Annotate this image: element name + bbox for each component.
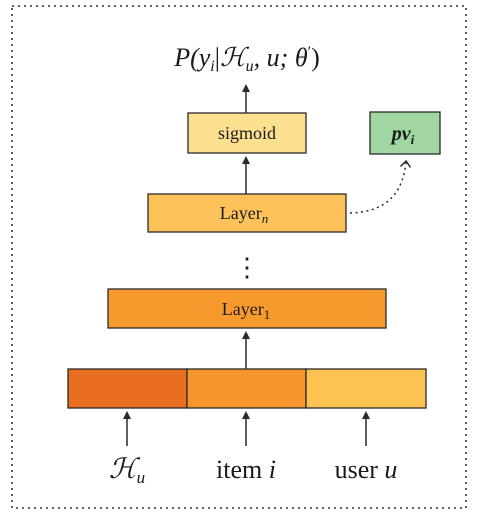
- user-input-label: user u: [335, 455, 398, 484]
- pv-box: [369, 111, 441, 155]
- history-input-text: ℋ: [109, 454, 141, 485]
- output-probability-label: P(yi|ℋu, u; θ′): [173, 43, 320, 75]
- item-embedding-segment: [186, 368, 307, 409]
- layer-1-label: Layer1: [222, 299, 270, 322]
- history-input-label: ℋu: [109, 454, 145, 487]
- layer-1-sub: 1: [264, 307, 271, 322]
- prob-y: y: [196, 43, 211, 72]
- prob-mid: , u; θ: [254, 43, 308, 72]
- prob-y-sub: i: [210, 58, 214, 75]
- layer-1-box: [107, 288, 387, 329]
- layer-n-text: Layer: [220, 203, 262, 223]
- sigmoid-box: [187, 112, 307, 154]
- vertical-ellipsis: ⋮: [234, 253, 260, 282]
- pv-text: pv: [390, 123, 412, 145]
- history-input-sub: u: [137, 468, 146, 487]
- user-input-text: user: [335, 455, 385, 484]
- prob-H-sub: u: [246, 58, 254, 75]
- item-input-label: item i: [216, 455, 276, 484]
- prob-p: P(: [173, 43, 200, 72]
- prob-H: ℋ: [220, 43, 250, 72]
- layer-n-sub: n: [262, 211, 269, 226]
- prob-bar: |: [215, 43, 220, 72]
- layer-n-box: [147, 193, 347, 233]
- prob-close: ): [311, 43, 320, 72]
- pv-label: pvi: [390, 123, 415, 147]
- item-input-text: item: [216, 455, 269, 484]
- dotted-arrow-layer-n-to-pv: [349, 159, 412, 214]
- pv-sub: i: [411, 132, 415, 147]
- user-input-var: u: [384, 455, 397, 484]
- outer-dotted-frame: [11, 5, 467, 509]
- layer-1-text: Layer: [222, 299, 264, 319]
- history-embedding-segment: [67, 368, 188, 409]
- prob-prime: ′: [308, 44, 312, 61]
- item-input-var: i: [269, 455, 276, 484]
- user-embedding-segment: [305, 368, 427, 409]
- layer-n-label: Layern: [220, 203, 268, 226]
- sigmoid-label: sigmoid: [218, 123, 276, 143]
